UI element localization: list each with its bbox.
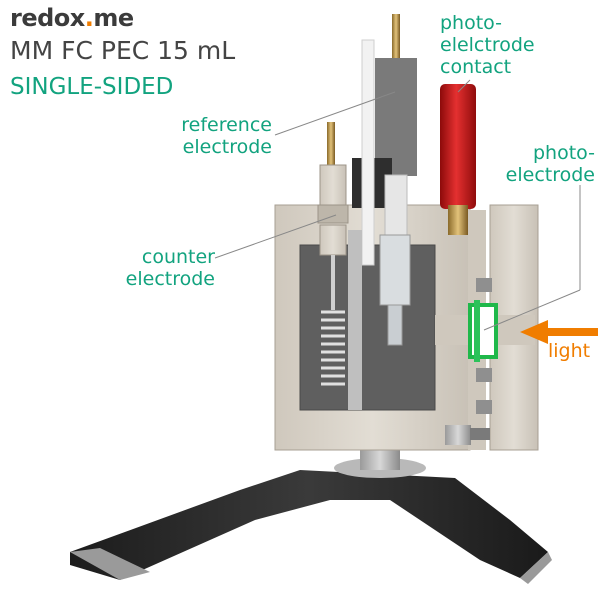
photoelectrode-contact-assembly [440,84,476,235]
light-arrow [520,320,598,344]
light-label: light [548,340,591,362]
brand-logo: redox.me [10,4,134,32]
product-variant: SINGLE-SIDED [10,74,174,100]
counter-electrode-assembly [317,122,349,386]
product-title: MM FC PEC 15 mL [10,36,236,65]
reference-electrode-assembly [348,14,417,410]
leader-lines [214,79,581,331]
photoelectrode-label: photo-electrode [505,142,595,186]
